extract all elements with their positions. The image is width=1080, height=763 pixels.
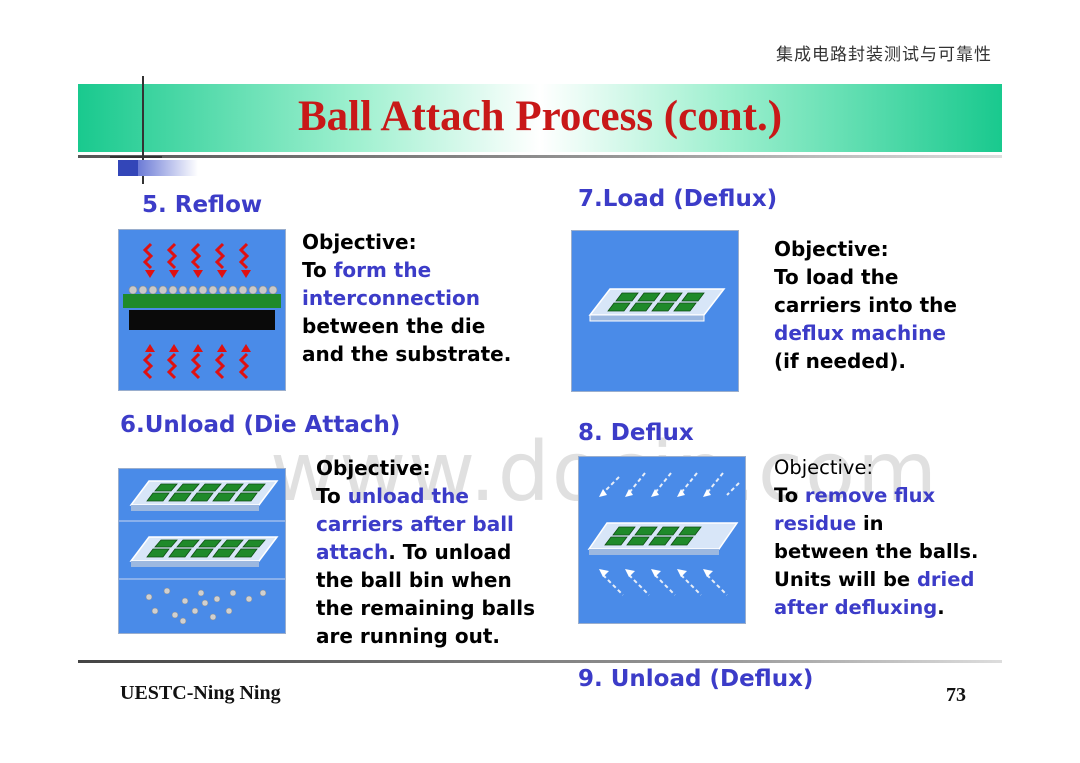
unload-diagram — [119, 480, 285, 625]
unload-die-objective: Objective: To unload the carriers after … — [316, 456, 535, 648]
decor-vertical-line — [142, 76, 144, 184]
loose-balls — [145, 587, 267, 625]
spray-bottom — [602, 574, 728, 596]
reflow-illustration — [118, 229, 286, 391]
objective-label: Objective: — [302, 230, 417, 254]
heat-arrows-bottom — [142, 352, 250, 380]
carrier-top — [129, 480, 279, 511]
die — [129, 310, 275, 330]
heading-deflux: 8. Deflux — [578, 420, 694, 446]
heat-arrows-top — [142, 242, 250, 270]
heading-reflow: 5. Reflow — [142, 192, 263, 218]
page-number: 73 — [946, 684, 966, 706]
carrier-middle — [129, 536, 279, 567]
reflow-diagram — [123, 242, 281, 380]
heading-load-deflux: 7.Load (Deflux) — [578, 186, 778, 212]
course-title: 集成电路封装测试与可靠性 — [776, 45, 992, 65]
deflux-objective: Objective: To remove flux residue in bet… — [774, 456, 979, 619]
footer-line — [78, 660, 1002, 663]
slide-title: Ball Attach Process (cont.) — [297, 93, 783, 140]
load-deflux-illustration — [571, 230, 739, 392]
decor-blue-square — [118, 160, 138, 176]
solder-balls — [128, 285, 278, 295]
title-underline — [78, 155, 1002, 158]
footer-author: UESTC-Ning Ning — [120, 682, 281, 704]
reflow-objective: Objective: To form the interconnection b… — [302, 228, 542, 368]
spray-top — [602, 472, 740, 496]
unload-die-illustration — [118, 468, 286, 634]
heading-unload-deflux: 9. Unload (Deflux) — [578, 666, 814, 692]
load-deflux-objective: Objective: To load the carriers into the… — [774, 237, 957, 373]
heading-unload-die-attach: 6.Unload (Die Attach) — [120, 412, 401, 438]
deflux-illustration — [578, 456, 746, 624]
carrier-diagram — [588, 288, 726, 322]
deflux-diagram — [587, 472, 740, 596]
decor-blue-fade — [138, 160, 198, 176]
decor-horizontal-line — [110, 156, 162, 158]
title-band — [78, 84, 1002, 152]
substrate — [123, 294, 281, 308]
